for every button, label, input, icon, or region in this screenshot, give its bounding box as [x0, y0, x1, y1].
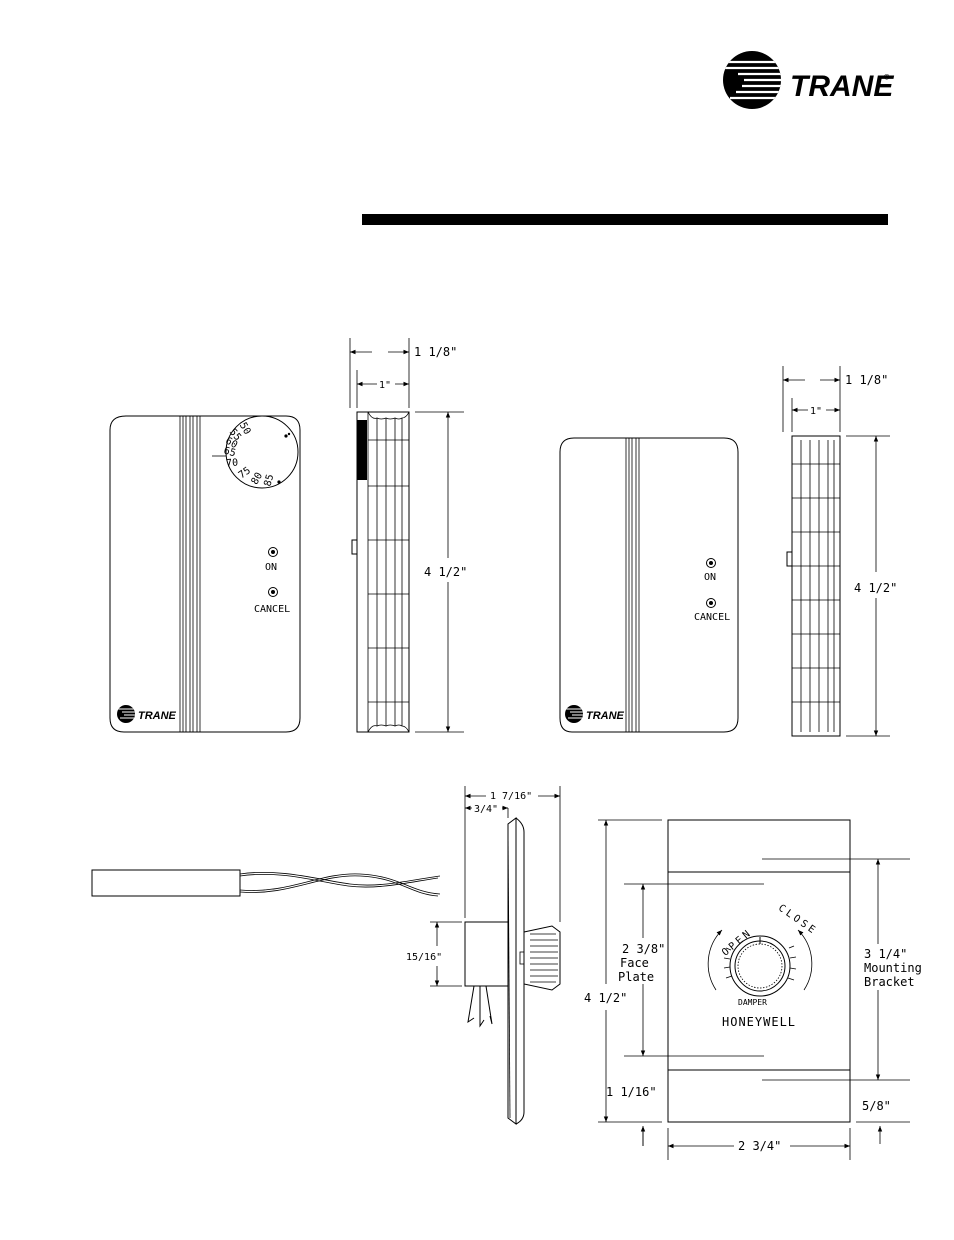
dial-num-85: 85	[263, 473, 277, 487]
face-plate-label-2: Plate	[618, 970, 654, 984]
face-plate-label-1: Face	[620, 956, 649, 970]
damper-wires	[467, 985, 493, 1028]
sensor-b-depth-overall: 1 1/8"	[845, 373, 888, 387]
dial-num-60: 60	[223, 436, 239, 452]
close-label: CLOSE	[776, 903, 819, 938]
sensor-b-logo-icon	[565, 705, 583, 723]
damper-plate-depth: 3/4"	[474, 804, 498, 815]
mounting-bracket	[667, 819, 851, 1123]
on-label: ON	[265, 562, 277, 573]
sensor-a-dimensions: 1 1/8" 1" 4 1/2"	[349, 338, 467, 733]
sensor-b-logo-text: TRANE	[586, 710, 625, 722]
dial-num-65: 65	[222, 446, 236, 460]
registered-mark: ®	[884, 73, 890, 83]
damper-side-view	[464, 817, 561, 1125]
front-height: 4 1/2"	[584, 991, 627, 1005]
damper-overall-depth: 1 7/16"	[490, 791, 532, 802]
trane-globe-icon	[723, 51, 781, 109]
dial-knurl-edge	[357, 420, 367, 480]
bottom-offset: 1 1/16"	[606, 1085, 657, 1099]
sensor-b-height: 4 1/2"	[854, 581, 897, 595]
cancel-label-b: CANCEL	[694, 612, 730, 623]
damper-knob-side	[519, 925, 561, 991]
sensor-b-front: ON CANCEL TRANE	[559, 437, 739, 733]
sensor-a-housing	[109, 415, 301, 733]
on-indicator-led	[268, 547, 278, 557]
dial-num-80: 80	[250, 471, 266, 487]
header-rule	[362, 214, 888, 225]
sensor-b-grooves	[625, 438, 640, 732]
sensor-a-logo-icon	[117, 705, 135, 723]
damper-side-dimensions: 1 7/16" 3/4" 15/16"	[406, 786, 561, 987]
cancel-indicator-led-b	[706, 598, 716, 608]
sensor-a-depth-body: 1"	[379, 380, 391, 391]
duct-probe	[91, 869, 441, 897]
damper-body	[464, 921, 509, 987]
sensor-b-dimensions: 1 1/8" 1" 4 1/2"	[782, 366, 897, 737]
on-indicator-led-b	[706, 558, 716, 568]
dial-num-70: 70	[226, 457, 239, 469]
on-label-b: ON	[704, 572, 716, 583]
damper-front-view: OPEN CLOSE DAMPER HONEYWELL	[667, 819, 851, 1123]
sensor-a-height: 4 1/2"	[424, 565, 467, 579]
sensor-a-side	[351, 411, 410, 733]
cancel-label: CANCEL	[254, 604, 290, 615]
sensor-a-front: 50 55 60 65 70 75 80 85 ON CANCEL	[109, 415, 301, 733]
mounting-label-2: Bracket	[864, 975, 915, 989]
manufacturer-name: HONEYWELL	[722, 1015, 796, 1029]
sensor-a-grooves	[179, 416, 201, 732]
sensor-b-housing	[559, 437, 739, 733]
face-plate-dim: 2 3/8"	[622, 942, 665, 956]
mounting-label-1: Mounting	[864, 961, 922, 975]
front-width: 2 3/4"	[738, 1139, 781, 1153]
probe-tube	[91, 869, 241, 897]
trane-logo: TRANE ®	[723, 51, 894, 109]
sensor-a-depth-overall: 1 1/8"	[414, 345, 457, 359]
damper-dial[interactable]: OPEN CLOSE DAMPER	[707, 903, 819, 1007]
brand-wordmark: TRANE	[790, 70, 894, 103]
sensor-a-logo-text: TRANE	[138, 710, 177, 722]
dial-num-50: 50	[237, 421, 253, 437]
sensor-b-depth-body: 1"	[810, 406, 822, 417]
damper-body-height: 15/16"	[406, 952, 442, 963]
damper-label: DAMPER	[738, 998, 767, 1007]
cancel-indicator-led	[268, 587, 278, 597]
bracket-offset: 5/8"	[862, 1099, 891, 1113]
sensor-b-side	[786, 435, 841, 737]
setpoint-dial[interactable]: 50 55 60 65 70 75 80 85	[222, 415, 299, 489]
mounting-dim: 3 1/4"	[864, 947, 907, 961]
damper-front-dimensions: 4 1/2" 2 3/8" Face Plate 1 1/16" 3 1/4" …	[584, 819, 922, 1160]
